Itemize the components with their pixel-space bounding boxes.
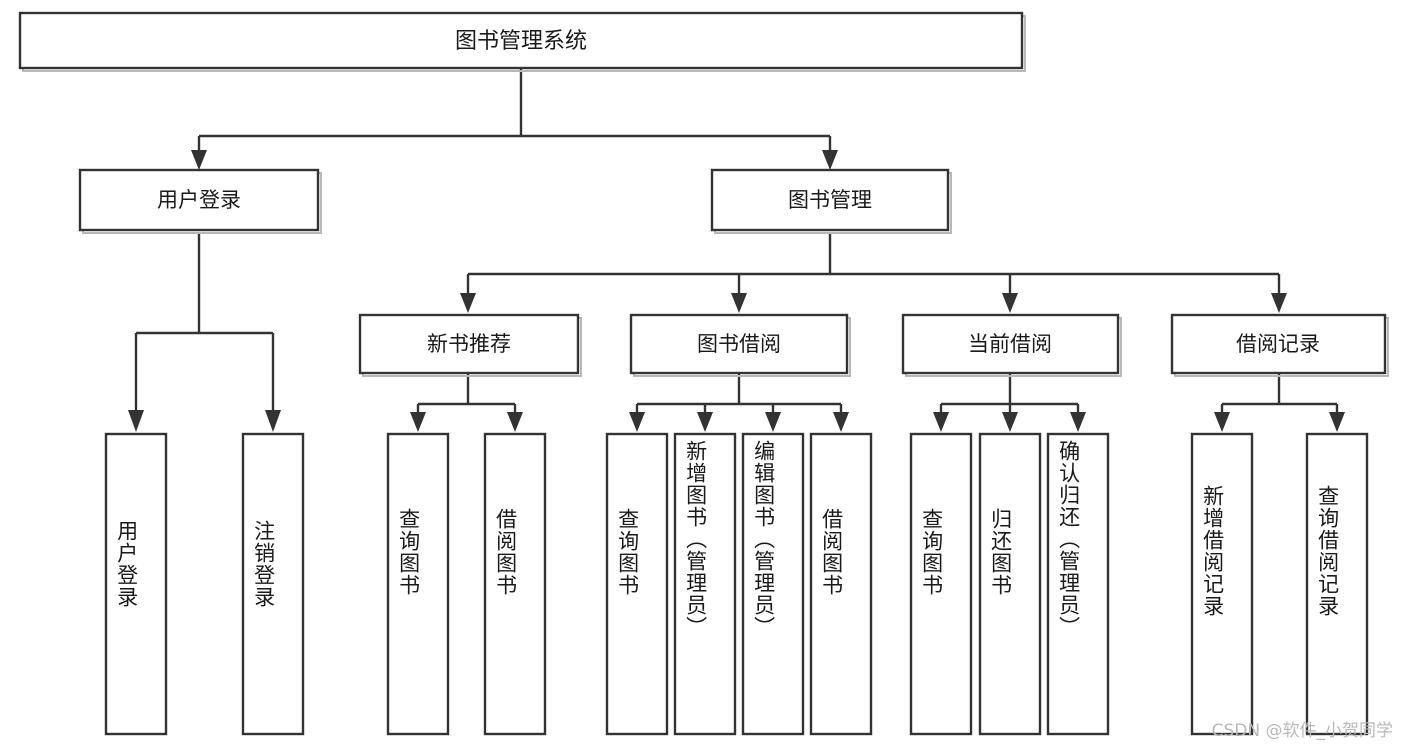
arrow-head-user-login (191, 150, 207, 170)
connector-group-root-to-level2 (191, 68, 838, 170)
connector-group-current-borrow-to-leaves (933, 373, 1086, 432)
node-book-borrow-label: 图书借阅 (697, 332, 781, 356)
arrow-head-book-mgmt (822, 150, 838, 170)
node-current-borrow[interactable]: 当前借阅 (901, 313, 1122, 377)
leaf-box-bb-edit-book[interactable] (741, 432, 805, 736)
arrow-head-br-leaf2 (1329, 412, 1345, 432)
leaf-box-bb-add-book[interactable] (673, 432, 737, 736)
leaf-group-current-borrow (909, 432, 1110, 736)
leaf-box-cb-return-book[interactable] (978, 432, 1042, 736)
leaf-box-bb-query-book[interactable] (605, 432, 669, 736)
node-book-management-rect[interactable] (710, 168, 950, 232)
connector-group-book-borrow-to-leaves (629, 373, 849, 432)
node-root-label: 图书管理系统 (455, 29, 587, 54)
leaf-box-nbr-borrow-book[interactable] (483, 432, 547, 736)
node-book-borrow-rect[interactable] (629, 313, 849, 375)
leaf-box-br-add-record[interactable] (1190, 432, 1254, 736)
leaf-box-logout[interactable] (241, 432, 305, 736)
arrow-head-bb-leaf1 (629, 412, 645, 432)
node-borrow-record-rect[interactable] (1170, 313, 1387, 375)
arrow-head-leaf-logout (265, 410, 281, 432)
node-user-login[interactable]: 用户登录 (78, 168, 322, 234)
leaf-box-nbr-query-book[interactable] (386, 432, 450, 736)
leaf-box-bb-borrow-book[interactable] (809, 432, 873, 736)
leaf-box-br-query-record[interactable] (1305, 432, 1369, 736)
node-user-login-rect[interactable] (78, 168, 320, 232)
arrow-head-cb-leaf3 (1070, 412, 1086, 432)
connector-group-borrow-record-to-leaves (1214, 373, 1345, 432)
arrow-head-br-leaf1 (1214, 412, 1230, 432)
arrow-head-cb-leaf1 (933, 412, 949, 432)
arrow-head-nb-leaf2 (507, 412, 523, 432)
node-borrow-record-label: 借阅记录 (1236, 332, 1320, 356)
csdn-watermark: CSDN @软件_小贺同学 (1211, 721, 1393, 741)
node-new-book-recommend[interactable]: 新书推荐 (358, 313, 582, 377)
node-current-borrow-label: 当前借阅 (968, 332, 1052, 356)
arrow-head-borrow-record (1271, 293, 1287, 313)
node-book-borrow[interactable]: 图书借阅 (629, 313, 851, 377)
arrow-head-leaf-user-login (128, 410, 144, 432)
arrow-head-new-book (460, 293, 476, 313)
node-book-management[interactable]: 图书管理 (710, 168, 952, 234)
arrow-head-book-borrow (731, 293, 747, 313)
leaf-box-cb-confirm-return[interactable] (1046, 432, 1110, 736)
arrow-head-nb-leaf1 (410, 412, 426, 432)
node-new-book-recommend-rect[interactable] (358, 313, 580, 375)
node-root-rect[interactable] (18, 11, 1024, 70)
connector-group-new-book-to-leaves (410, 373, 523, 432)
leaf-group-new-book-recommend (386, 432, 547, 736)
arrow-head-bb-leaf4 (833, 412, 849, 432)
connector-group-user-login-to-leaves (128, 232, 281, 432)
leaf-group-user-login (104, 432, 305, 736)
node-borrow-record[interactable]: 借阅记录 (1170, 313, 1389, 377)
node-book-management-label: 图书管理 (788, 188, 872, 212)
leaf-group-borrow-record (1190, 432, 1369, 736)
leaf-group-book-borrow (605, 432, 873, 736)
arrow-head-current-borrow (1002, 293, 1018, 313)
arrow-head-cb-leaf2 (1002, 412, 1018, 432)
arrow-head-bb-leaf2 (697, 412, 713, 432)
connector-group-book-mgmt-to-level3 (460, 232, 1287, 313)
node-new-book-recommend-label: 新书推荐 (427, 332, 511, 356)
node-user-login-label: 用户登录 (157, 188, 241, 212)
node-root-system[interactable]: 图书管理系统 (18, 11, 1026, 72)
leaf-box-user-login[interactable] (104, 432, 168, 736)
node-current-borrow-rect[interactable] (901, 313, 1120, 375)
leaf-box-cb-query-book[interactable] (909, 432, 973, 736)
arrow-head-bb-leaf3 (765, 412, 781, 432)
